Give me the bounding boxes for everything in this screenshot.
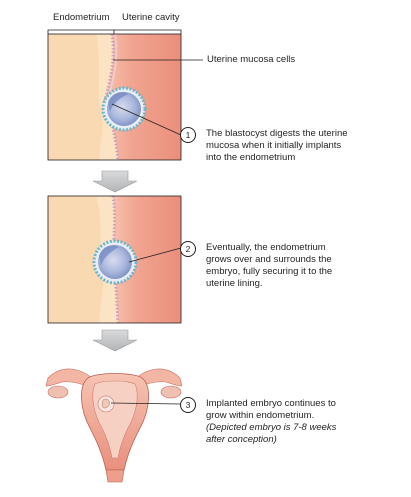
step-1-text: The blastocyst digests the uterine mucos… (206, 128, 348, 164)
step-1-line-3: into the endometrium (206, 152, 296, 163)
embryo-icon (97, 395, 115, 413)
leader-lines (110, 59, 203, 405)
uterus-illustration (45, 368, 183, 483)
panel-2 (47, 195, 182, 324)
down-arrow-icon (92, 170, 138, 193)
header-uterine-cavity: Uterine cavity (122, 12, 180, 23)
step-3-line-2: grow within endometrium. (206, 410, 315, 421)
step-3-marker: 3 (180, 397, 196, 413)
step-3-line-1: Implanted embryo continues to (206, 398, 336, 409)
step-2-marker: 2 (180, 241, 196, 257)
step-3-note-line-2: after conception) (206, 434, 277, 445)
step-3-note-line-1: (Depicted embryo is 7-8 weeks (206, 422, 337, 433)
panel-1 (47, 33, 182, 161)
step-2-text: Eventually, the endometrium grows over a… (206, 242, 332, 290)
down-arrow-icon (92, 329, 138, 352)
step-3-text: Implanted embryo continues to grow withi… (206, 398, 336, 446)
step-1-marker: 1 (180, 127, 196, 143)
step-2-line-2: grows over and surrounds the (206, 254, 332, 265)
step-1-line-2: mucosa when it initially implants (206, 140, 342, 151)
label-mucosa-cells: Uterine mucosa cells (207, 54, 296, 65)
step-2-line-4: uterine lining. (206, 278, 263, 289)
header-endometrium: Endometrium (53, 12, 110, 23)
embedded-blastocyst (92, 239, 138, 285)
step-1-line-1: The blastocyst digests the uterine (206, 128, 348, 139)
header-brackets (47, 29, 182, 34)
step-2-line-3: embryo, fully securing it to the (206, 266, 333, 277)
step-2-line-1: Eventually, the endometrium (206, 242, 326, 253)
